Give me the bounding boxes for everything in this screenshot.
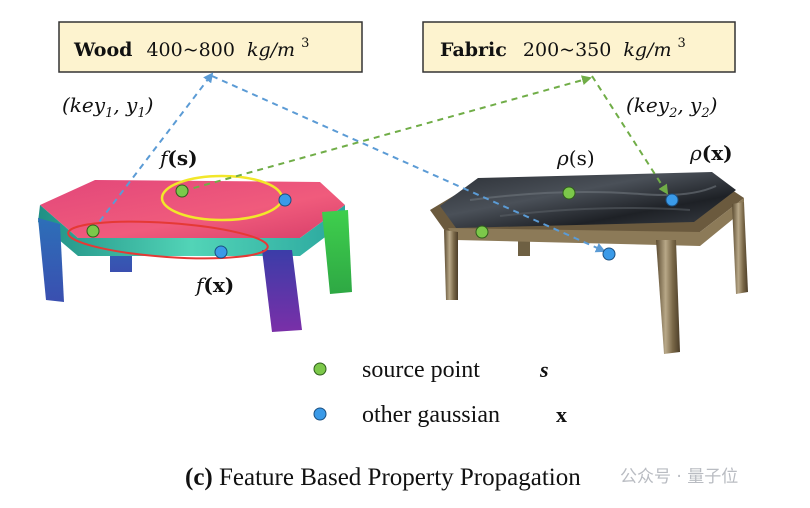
gaussian-point	[214, 245, 228, 259]
source-point	[475, 225, 489, 239]
legend-gaussian-symbol: x	[556, 402, 567, 427]
wood-leg-side-right	[732, 202, 748, 294]
wood-rail	[448, 198, 744, 246]
legend-source-symbol: s	[539, 357, 549, 382]
wood-leg-front-left	[444, 230, 458, 300]
fabric-density-box: Fabric 200~350 kg/m 3	[422, 21, 736, 73]
gaussian-point	[665, 193, 679, 207]
f-s-label: f(s)	[158, 146, 198, 170]
highlight-ellipse-red	[67, 220, 269, 260]
rho-s-label: ρ(s)	[556, 146, 595, 170]
legend-source-marker	[313, 362, 327, 376]
source-point	[562, 186, 576, 200]
legend-gaussian-marker	[313, 407, 327, 421]
table-top	[40, 180, 345, 238]
wood-density-unit: kg/m	[247, 39, 295, 61]
key1-label: (key1, y1)	[62, 93, 153, 121]
legend-source-text: source point	[362, 357, 480, 383]
wood-density-exponent: 3	[301, 36, 309, 51]
gaussian-point	[278, 193, 292, 207]
fabric-density-range: 200~350	[523, 39, 611, 61]
legend: source point s other gaussian x	[313, 357, 567, 428]
key2-label: (key2, y2)	[626, 93, 717, 121]
watermark: 公众号 · 量子位	[620, 467, 738, 487]
source-point	[175, 184, 189, 198]
wood-density-range: 400~800	[146, 39, 234, 61]
feature-table-left	[38, 174, 352, 332]
gaussian-point	[602, 247, 616, 261]
table-leg-front-right	[262, 250, 302, 332]
table-leg-side-right	[322, 210, 352, 294]
arrow-fabric-to-target	[591, 75, 669, 195]
legend-gaussian-text: other gaussian	[362, 402, 500, 428]
wood-density-box: Wood 400~800 kg/m 3	[58, 21, 363, 73]
svg-text:Fabric 200~350 kg/: Fabric 200~350 kg/m 3	[440, 36, 686, 61]
fabric-material-label: Fabric	[440, 39, 507, 61]
fabric-cushion	[440, 172, 736, 228]
table-leg-front-left	[38, 218, 64, 302]
arrow-source-to-fabric	[182, 75, 592, 192]
fabric-density-unit: kg/m	[623, 39, 671, 61]
fabric-density-exponent: 3	[678, 36, 686, 51]
wood-material-label: Wood	[73, 39, 132, 61]
arrow-wood-to-target	[211, 75, 606, 253]
source-point	[86, 224, 100, 238]
wood-leg-front-right	[656, 240, 680, 354]
f-x-label: f(x)	[194, 273, 234, 297]
rho-x-label: ρ(x)	[689, 141, 733, 165]
table-edge	[38, 205, 345, 256]
figure-caption: (c) Feature Based Property Propagation	[185, 464, 581, 491]
textured-table-right	[430, 172, 748, 354]
svg-text:Wood 400~800 kg/m: Wood 400~800 kg/m 3	[73, 36, 309, 61]
